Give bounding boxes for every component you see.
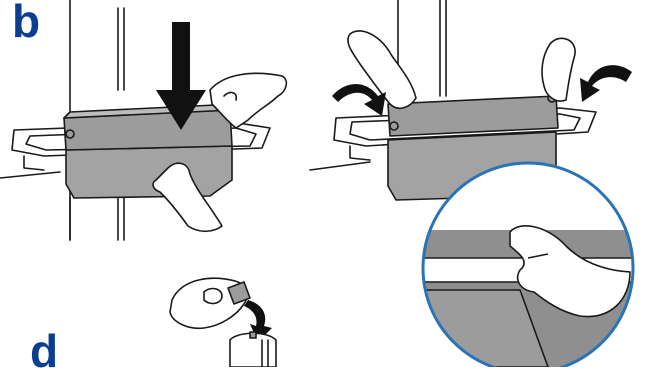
resin-tray-left [65,145,233,199]
hand-right-top [209,72,288,129]
curved-arrow-icon-3 [244,300,272,342]
panel-b-illustration [0,0,288,241]
bottle-neck [229,332,277,367]
hand-underneath [152,162,223,233]
step-label-b: b [12,0,41,47]
illustration-canvas [0,0,635,367]
panel-d-illustration [169,277,277,367]
zoom-callout [421,161,635,367]
curved-arrow-icon-2 [580,65,632,102]
instruction-diagram: b d [0,0,635,374]
cap-piece [227,281,251,305]
step-label-d: d [30,325,59,377]
panel-c-illustration [309,0,632,201]
curved-arrow-icon [332,84,386,116]
hand-left-top [347,30,417,110]
hand-right-top2 [541,37,576,102]
thumb-detail [509,225,631,318]
down-arrow-icon [156,22,206,130]
